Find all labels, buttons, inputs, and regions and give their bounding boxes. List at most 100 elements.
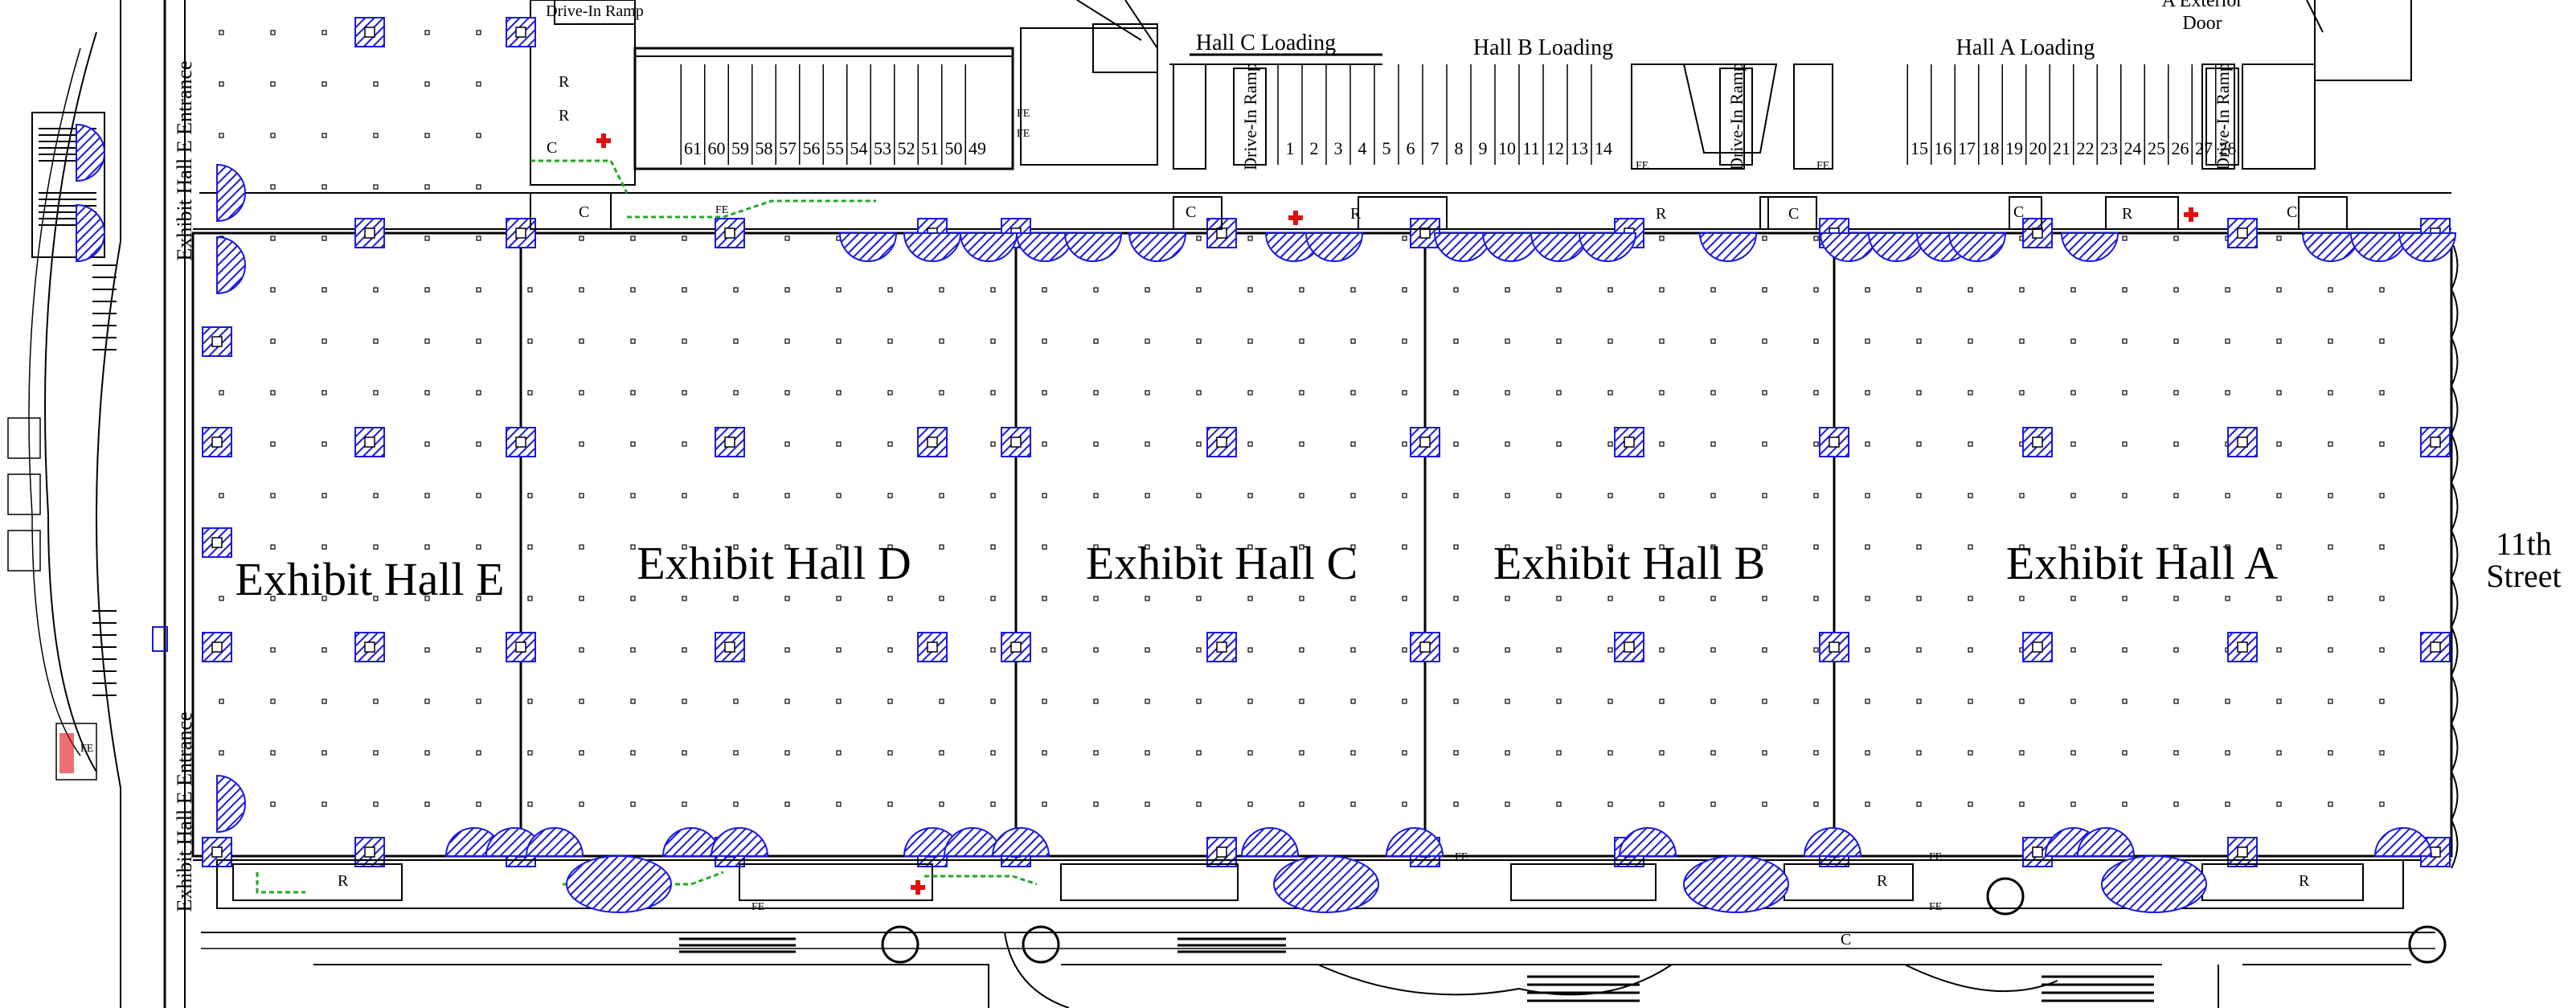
grid-dot <box>2070 493 2076 498</box>
grid-dot <box>1402 750 1407 756</box>
grid-dot <box>1762 544 1767 550</box>
column-core <box>1216 641 1227 653</box>
grid-dot <box>1813 596 1819 601</box>
grid-dot <box>1607 544 1613 550</box>
grid-dot <box>1607 338 1613 344</box>
grid-dot <box>1453 750 1459 756</box>
grid-dot <box>2122 801 2128 807</box>
dock-bay-number: 27 <box>2195 138 2213 158</box>
grid-dot <box>836 390 842 395</box>
room-mark-c: C <box>2287 203 2297 221</box>
grid-dot <box>424 133 430 138</box>
grid-dot <box>1350 750 1356 756</box>
grid-dot <box>1916 544 1922 550</box>
column-marker <box>917 427 948 457</box>
column-core <box>1010 641 1022 653</box>
door-swing <box>2060 232 2119 262</box>
grid-dot <box>1145 596 1150 601</box>
grid-dot <box>2173 338 2179 344</box>
room-mark-c: C <box>1186 203 1196 221</box>
grid-dot <box>321 338 327 344</box>
grid-dot <box>2173 596 2179 601</box>
column-core <box>1216 436 1227 448</box>
grid-dot <box>2070 801 2076 807</box>
grid-dot <box>733 493 739 498</box>
grid-dot <box>682 544 687 550</box>
grid-dot <box>476 390 481 395</box>
grid-dot <box>630 647 636 653</box>
grid-dot <box>1350 801 1356 807</box>
grid-dot <box>1196 390 1202 395</box>
dock-bay-number: 57 <box>779 138 797 158</box>
door-swing <box>1128 232 1187 262</box>
dock-bay-number: 6 <box>1407 138 1415 158</box>
dock-bay-dividers <box>680 64 2217 165</box>
grid-dot <box>1813 750 1819 756</box>
grid-dot <box>1042 287 1047 293</box>
grid-dot <box>1505 544 1510 550</box>
grid-dot <box>1042 801 1047 807</box>
dock-bay-number: 51 <box>921 138 939 158</box>
grid-dot <box>1247 338 1253 344</box>
grid-dot <box>1196 801 1202 807</box>
grid-dot <box>321 801 327 807</box>
door-swing <box>216 236 246 295</box>
grid-dot <box>1556 596 1562 601</box>
grid-dot <box>1247 750 1253 756</box>
grid-dot <box>1299 338 1304 344</box>
grid-dot <box>1145 544 1150 550</box>
grid-dot <box>424 647 430 653</box>
column-core <box>211 436 223 448</box>
grid-dot <box>1916 596 1922 601</box>
room-mark-r: R <box>2299 872 2310 890</box>
grid-dot <box>1350 699 1356 704</box>
grid-dot <box>2225 390 2230 395</box>
grid-dot <box>1145 338 1150 344</box>
grid-dot <box>1762 647 1767 653</box>
grid-dot <box>1916 493 1922 498</box>
grid-dot <box>630 390 636 395</box>
grid-dot <box>733 287 739 293</box>
grid-dot <box>1247 493 1253 498</box>
grid-dot <box>2070 441 2076 447</box>
grid-dot <box>2379 441 2385 447</box>
grid-dot <box>527 750 533 756</box>
grid-dot <box>373 390 379 395</box>
grid-dot <box>2379 287 2385 293</box>
grid-dot <box>2070 287 2076 293</box>
grid-dot <box>2122 441 2128 447</box>
grid-dot <box>1556 801 1562 807</box>
grid-dot <box>1556 441 1562 447</box>
grid-dot <box>579 596 584 601</box>
grid-dot <box>1350 647 1356 653</box>
grid-dot <box>1813 544 1819 550</box>
room-mark-fe: FE <box>1017 108 1030 120</box>
grid-dot <box>2122 390 2128 395</box>
door-swing <box>1304 232 1364 262</box>
grid-dot <box>836 801 842 807</box>
grid-dot <box>2276 287 2282 293</box>
grid-dot <box>1453 647 1459 653</box>
grid-dot <box>1196 236 1202 241</box>
grid-dot <box>784 236 790 241</box>
grid-dot <box>939 338 944 344</box>
grid-dot <box>1659 801 1665 807</box>
grid-dot <box>682 236 687 241</box>
grid-dot <box>682 338 687 344</box>
grid-dot <box>1968 801 1973 807</box>
column-core <box>927 436 938 448</box>
grid-dot <box>1402 493 1407 498</box>
grid-dot <box>2019 801 2025 807</box>
room-mark-c: C <box>1841 931 1851 949</box>
grid-dot <box>1762 801 1767 807</box>
room-mark-r: R <box>1877 872 1888 890</box>
grid-dot <box>270 493 276 498</box>
dock-bay-number: 10 <box>1498 138 1516 158</box>
grid-dot <box>424 596 430 601</box>
grid-dot <box>1813 390 1819 395</box>
grid-dot <box>476 647 481 653</box>
grid-dot <box>990 390 996 395</box>
grid-dot <box>2379 493 2385 498</box>
grid-dot <box>784 493 790 498</box>
grid-dot <box>1865 390 1870 395</box>
